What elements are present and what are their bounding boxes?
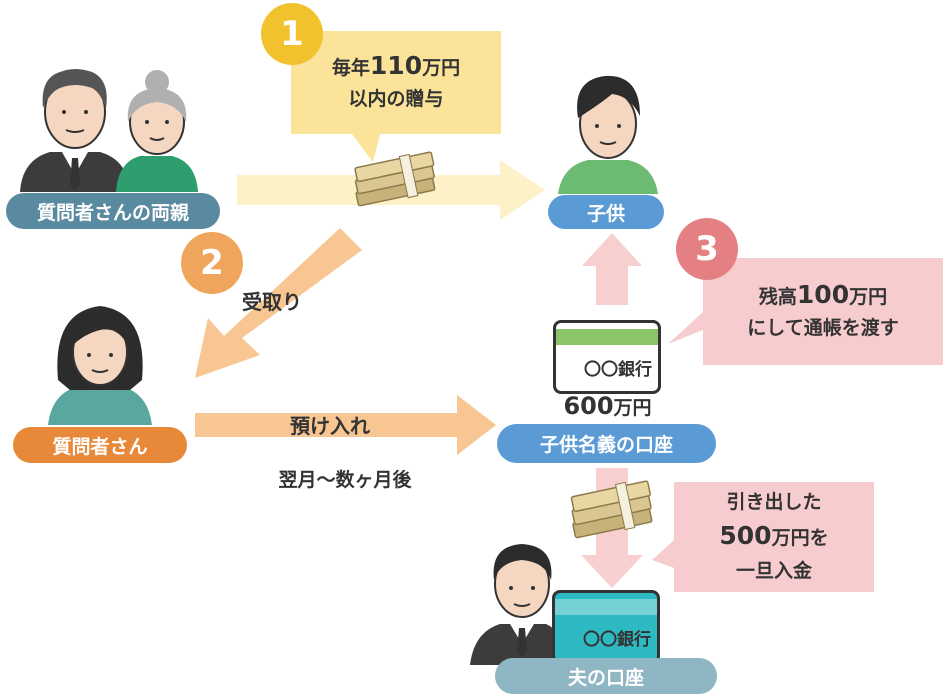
step1-bubble: 毎年110万円 以内の贈与 xyxy=(331,51,461,110)
child-label: 子供 xyxy=(548,195,664,229)
step1-badge: 1 xyxy=(261,3,323,65)
husband-account-label: 夫の口座 xyxy=(495,658,717,694)
step3-bubble: 残高100万円 にして通帳を渡す xyxy=(747,280,899,339)
child-account-balance: 600万円 xyxy=(563,392,652,420)
child-bank-card: 〇〇銀行 xyxy=(553,320,661,394)
withdraw-note: 引き出した 500万円を 一旦入金 xyxy=(719,491,829,582)
deposit-timing: 翌月〜数ヶ月後 xyxy=(278,469,412,491)
husband-bank-card: 〇〇銀行 xyxy=(552,590,660,664)
bank-card-icon xyxy=(555,599,657,615)
step2-badge: 2 xyxy=(181,232,243,294)
bank-card-icon xyxy=(556,329,658,345)
deposit-label: 預け入れ xyxy=(290,414,370,438)
child-account-label: 子供名義の口座 xyxy=(497,424,716,463)
step3-badge: 3 xyxy=(676,218,738,280)
card-bank-name: 〇〇銀行 xyxy=(584,360,652,380)
parents-label: 質問者さんの両親 xyxy=(6,193,220,229)
card-bank-name: 〇〇銀行 xyxy=(583,630,651,650)
receive-label: 受取り xyxy=(242,290,302,314)
questioner-label: 質問者さん xyxy=(13,427,187,463)
